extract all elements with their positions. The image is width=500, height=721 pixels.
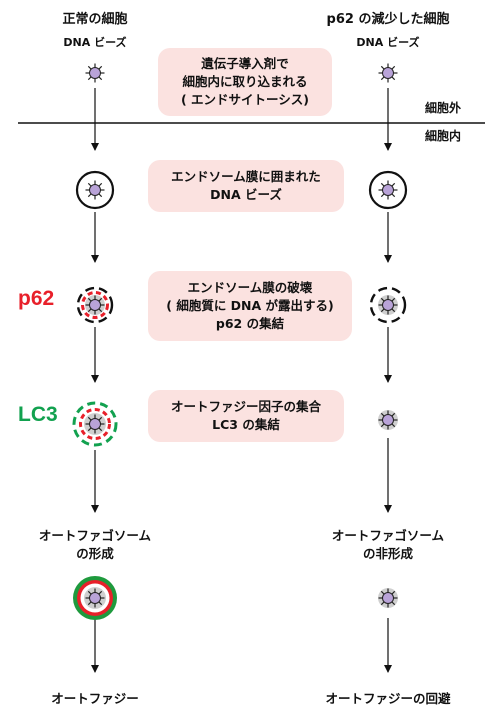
right-outcome-label: オートファジーの回避 <box>325 691 451 706</box>
right-formation-label: オートファゴソーム の非形成 <box>331 528 445 561</box>
right-bead-label: DNA ビーズ <box>356 36 420 49</box>
step-box-endosome: エンドソーム膜に囲まれた DNA ビーズ <box>148 160 344 212</box>
step-box-endosome-rupture: エンドソーム膜の破壊 ( 細胞質に DNA が露出する) p62 の集結 <box>148 271 352 341</box>
outside-cell-label: 細胞外 <box>425 101 462 115</box>
dna-bead-icon <box>84 62 106 84</box>
step-text: 遺伝子導入剤で <box>201 56 289 71</box>
left-formation-label: オートファゴソーム の形成 <box>38 528 152 561</box>
left-bead-label: DNA ビーズ <box>63 36 127 49</box>
step-text: DNA ビーズ <box>210 187 282 202</box>
left-outcome-label: オートファジー <box>51 691 139 706</box>
dna-bead-icon <box>377 62 399 84</box>
endosome-bead-icon <box>75 170 115 210</box>
endosome-bead-icon <box>368 170 408 210</box>
cytosolic-bead-icon <box>377 587 399 609</box>
inside-cell-label: 細胞内 <box>425 129 462 143</box>
step-text: エンドソーム膜の破壊 <box>187 280 313 295</box>
right-column-title: p62 の減少した細胞 <box>326 12 450 27</box>
step-text: ( 細胞質に DNA が露出する) <box>166 298 334 313</box>
lc3-marker-label: LC3 <box>18 403 58 426</box>
p62-marker-label: p62 <box>18 287 55 310</box>
ruptured-endosome-p62-icon <box>76 286 114 324</box>
step-text: LC3 の集結 <box>212 417 280 432</box>
step-text: p62 の集結 <box>215 316 285 331</box>
ruptured-endosome-icon <box>369 286 407 324</box>
step-box-autophagy-factors: オートファジー因子の集合 LC3 の集結 <box>148 390 344 442</box>
step-text: 細胞内に取り込まれる <box>182 74 308 89</box>
autophagosome-icon <box>73 576 117 620</box>
lc3-recruitment-icon <box>72 401 118 447</box>
cytosolic-bead-icon <box>377 409 399 431</box>
step-text: ( エンドサイトーシス) <box>180 92 310 107</box>
step-text: エンドソーム膜に囲まれた <box>171 169 321 184</box>
left-column-title: 正常の細胞 <box>62 12 128 27</box>
step-box-endocytosis: 遺伝子導入剤で 細胞内に取り込まれる ( エンドサイトーシス) <box>158 48 332 116</box>
step-text: オートファジー因子の集合 <box>170 399 321 414</box>
